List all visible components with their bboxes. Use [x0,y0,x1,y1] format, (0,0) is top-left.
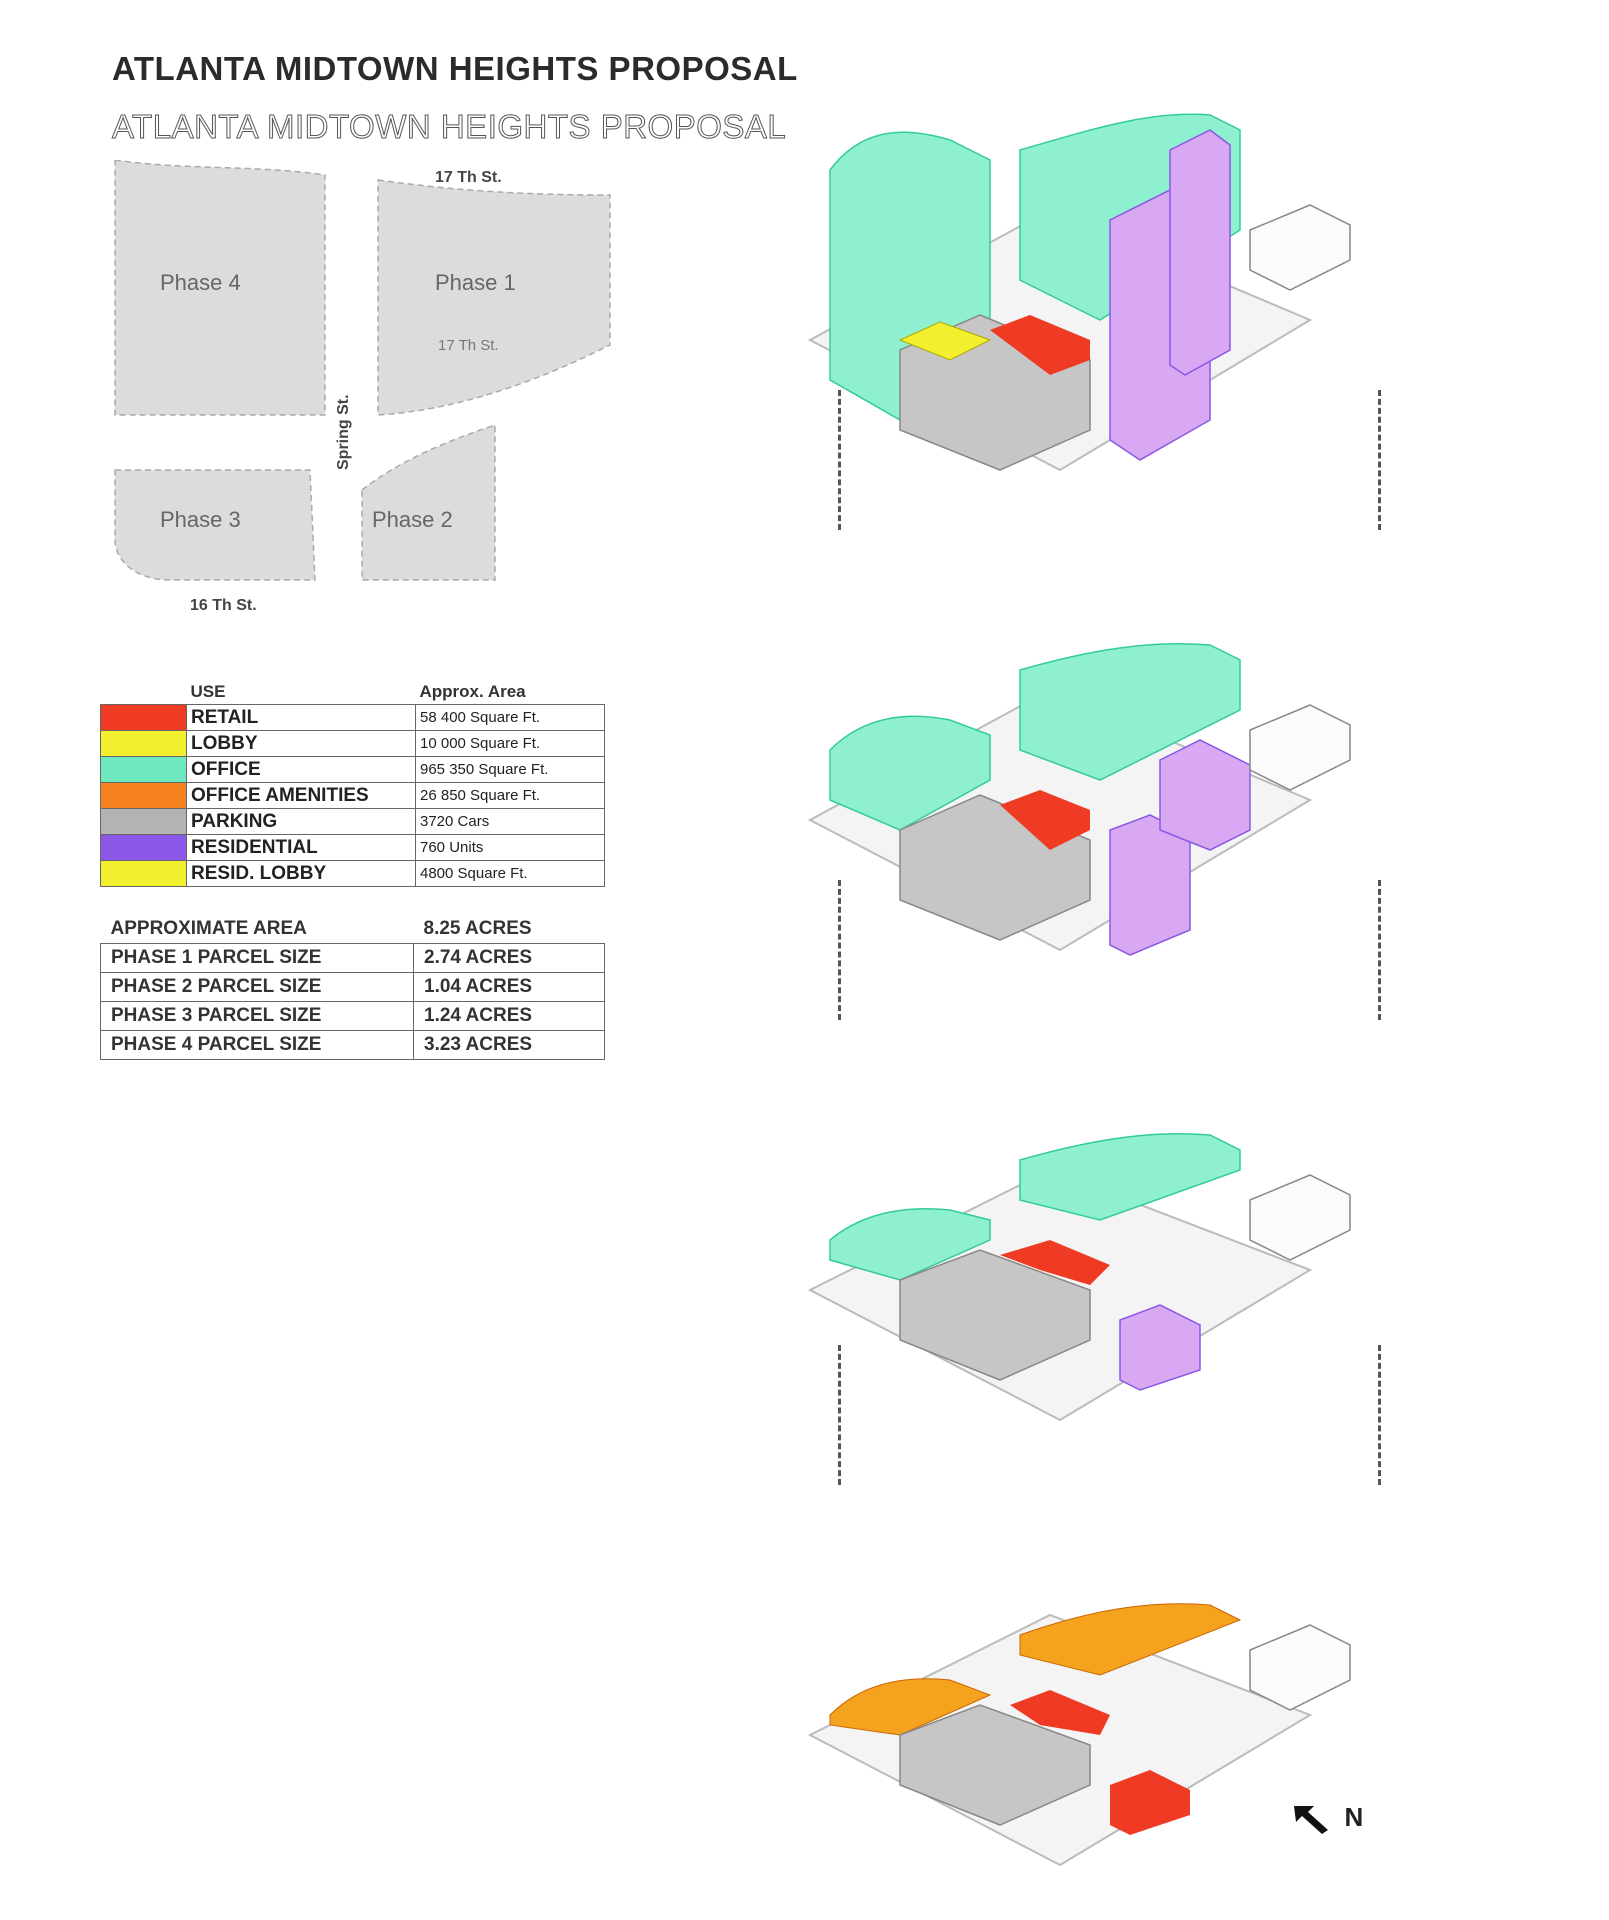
office-swatch [100,756,187,783]
parcel-label: PHASE 3 PARCEL SIZE [100,1001,414,1031]
dashed-arrow-right [1378,390,1385,530]
dashed-arrow-left [838,1345,845,1485]
dashed-arrow-left [838,390,845,530]
legend-header-area: Approx. Area [419,682,526,701]
street-17th-echo: 17 Th St. [438,337,499,354]
retail-block [990,315,1090,375]
phase-3-label: Phase 3 [160,507,241,532]
dashed-arrow-right [1378,880,1385,1020]
north-indicator: N [1290,1800,1363,1843]
parcel-label: PHASE 1 PARCEL SIZE [100,943,414,973]
office-block-left [829,715,991,831]
legend-use: OFFICE AMENITIES [186,782,416,809]
street-17th-label: 17 Th St. [435,169,502,186]
parking-block [899,1704,1091,1826]
legend-area: 3720 Cars [415,808,605,835]
table-row: PHASE 4 PARCEL SIZE 3.23 ACRES [100,1030,605,1060]
legend-row: RETAIL 58 400 Square Ft. [100,704,605,731]
legend-use: RESID. LOBBY [186,860,416,887]
legend-use: OFFICE [186,756,416,783]
total-area-label: APPROXIMATE AREA [110,918,307,939]
parcel-phase-2 [361,423,496,581]
legend-row: LOBBY 10 000 Square Ft. [100,730,605,757]
site-plan-map: Phase 4 Phase 1 Phase 3 Phase 2 17 Th St… [114,160,611,614]
retail-block-2 [1110,1770,1190,1835]
parcel-area-table: APPROXIMATE AREA 8.25 ACRES PHASE 1 PARC… [100,915,605,1060]
resid-lobby-swatch [100,860,187,887]
amenities-block-right [1019,1603,1242,1676]
parcel-value: 2.74 ACRES [413,943,605,973]
legend-row: OFFICE 965 350 Square Ft. [100,756,605,783]
office-amenities-swatch [100,782,187,809]
legend-use: RESIDENTIAL [186,834,416,861]
retail-swatch [100,704,187,731]
lobby-block [898,321,992,361]
parcel-value: 3.23 ACRES [413,1030,605,1060]
parcel-value: 1.04 ACRES [413,972,605,1002]
legend-area: 4800 Square Ft. [415,860,605,887]
parcel-label: PHASE 2 PARCEL SIZE [100,972,414,1002]
phase-2-label: Phase 2 [372,507,453,532]
parcel-label: PHASE 4 PARCEL SIZE [100,1030,414,1060]
residential-block [1119,1304,1201,1391]
axonometric-phase-2 [807,1133,1351,1422]
table-row: PHASE 1 PARCEL SIZE 2.74 ACRES [100,943,605,973]
existing-building [1249,1624,1351,1711]
north-arrow-icon [1294,1806,1328,1834]
legend-use: LOBBY [186,730,416,757]
phase-1-label: Phase 1 [435,270,516,295]
parking-swatch [100,808,187,835]
existing-building [1249,1174,1351,1261]
table-row: PHASE 3 PARCEL SIZE 1.24 ACRES [100,1001,605,1031]
residential-block [1109,814,1191,956]
axonometric-phase-1 [807,1603,1351,1867]
existing-building [1249,704,1351,791]
legend-area: 58 400 Square Ft. [415,704,605,731]
office-block-right [1019,643,1241,781]
parking-block [899,1249,1091,1381]
legend-use: RETAIL [186,704,416,731]
page-title-echo: ATLANTA MIDTOWN HEIGHTS PROPOSAL [111,108,787,146]
parcel-phase-4 [114,160,326,416]
parcel-phase-3 [114,469,316,581]
total-area-value: 8.25 ACRES [423,918,532,939]
street-16th-label: 16 Th St. [190,597,257,614]
legend-row: RESIDENTIAL 760 Units [100,834,605,861]
legend-area: 10 000 Square Ft. [415,730,605,757]
retail-block [1000,1240,1110,1285]
retail-block [1000,790,1090,850]
lobby-swatch [100,730,187,757]
residential-tower-2 [1169,129,1231,376]
page-title: ATLANTA MIDTOWN HEIGHTS PROPOSAL [112,50,798,87]
office-block-right [1019,1133,1241,1221]
legend-row: PARKING 3720 Cars [100,808,605,835]
legend-header-use: USE [190,682,226,701]
amenities-block-left [829,1678,992,1736]
legend-area: 965 350 Square Ft. [415,756,605,783]
residential-swatch [100,834,187,861]
legend-row: OFFICE AMENITIES 26 850 Square Ft. [100,782,605,809]
residential-block-2 [1159,739,1251,851]
legend-use: PARKING [186,808,416,835]
phase-4-label: Phase 4 [160,270,241,295]
parcel-phase-1 [377,179,611,416]
north-label: N [1344,1802,1364,1832]
dashed-arrow-left [838,880,845,1020]
table-row: PHASE 2 PARCEL SIZE 1.04 ACRES [100,972,605,1002]
use-legend-table: USE Approx. Area RETAIL 58 400 Square Ft… [100,680,605,887]
legend-area: 760 Units [415,834,605,861]
existing-building [1249,204,1351,291]
axonometric-phase-4-full [807,113,1351,472]
parcel-value: 1.24 ACRES [413,1001,605,1031]
retail-block [1010,1690,1110,1735]
axonometric-phase-3 [807,643,1351,956]
dashed-arrow-right [1378,1345,1385,1485]
office-block-left [829,1208,991,1281]
legend-row: RESID. LOBBY 4800 Square Ft. [100,860,605,887]
spring-st-label: Spring St. [335,394,352,470]
legend-area: 26 850 Square Ft. [415,782,605,809]
